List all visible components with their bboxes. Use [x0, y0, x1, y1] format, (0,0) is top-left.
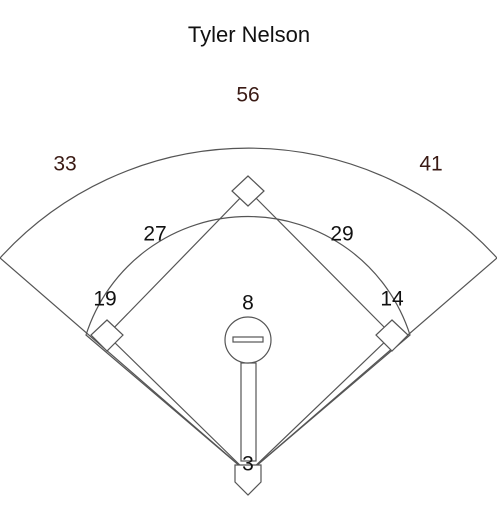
shortstop-value: 27 [143, 222, 167, 246]
home-plate [234, 464, 262, 496]
third-base-value: 19 [93, 287, 117, 311]
second-base-value: 29 [330, 222, 354, 246]
player-name: Tyler Nelson [187, 22, 311, 47]
infield-arc [85, 215, 411, 474]
right-field-value: 41 [419, 152, 443, 176]
second-base [231, 175, 265, 207]
center-field-value: 56 [236, 83, 260, 107]
first-base [375, 319, 409, 352]
pitchers-rubber [232, 336, 264, 343]
pitcher-home-strip [240, 362, 257, 462]
outfield-boundary [0, 147, 497, 474]
third-base [90, 319, 124, 352]
left-field-value: 33 [53, 152, 77, 176]
pitcher-value: 8 [242, 291, 254, 315]
first-base-value: 14 [380, 287, 404, 311]
catcher-value: 3 [242, 452, 254, 476]
